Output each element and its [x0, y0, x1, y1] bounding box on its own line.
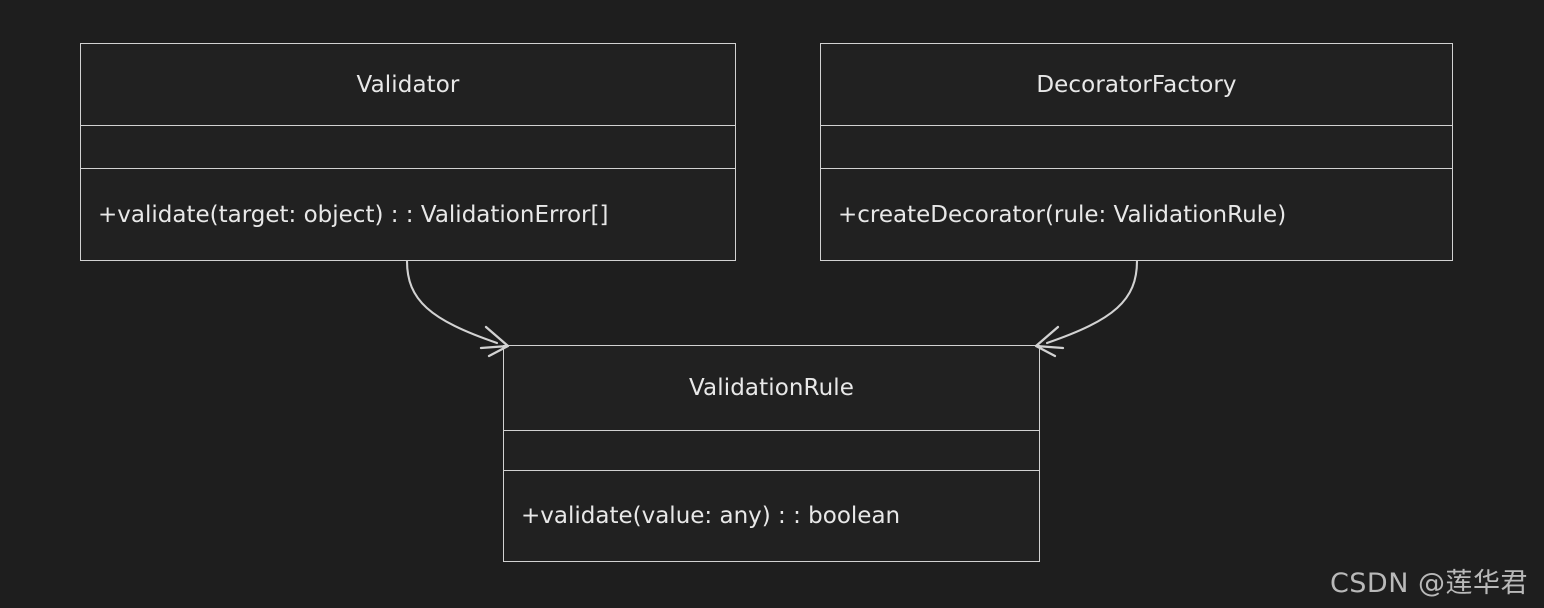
uml-method-decoratorfactory-createdecorator: +createDecorator(rule: ValidationRule) — [838, 201, 1287, 228]
uml-method-validator-validate: +validate(target: object) : : Validation… — [98, 201, 609, 228]
uml-divider-attrs-methods — [821, 168, 1452, 169]
uml-attributes-decoratorfactory — [821, 126, 1452, 168]
uml-class-name-validationrule: ValidationRule — [688, 375, 855, 401]
uml-attributes-validationrule — [504, 431, 1039, 470]
uml-divider-name-attrs — [81, 125, 735, 126]
uml-method-validationrule-validate: +validate(value: any) : : boolean — [521, 503, 901, 529]
watermark-text: CSDN @莲华君 — [1329, 568, 1528, 599]
uml-divider-name-attrs — [821, 125, 1452, 126]
uml-divider-attrs-methods — [504, 470, 1039, 471]
uml-attributes-validator — [81, 126, 735, 168]
uml-divider-attrs-methods — [81, 168, 735, 169]
relationship-validator-to-validationrule[interactable] — [405, 259, 510, 358]
arrowhead-open-right — [1034, 325, 1065, 358]
uml-class-validator[interactable]: Validator +validate(target: object) : : … — [80, 43, 736, 261]
relationship-decoratorfactory-to-validationrule[interactable] — [1034, 259, 1139, 358]
uml-class-name-decoratorfactory: DecoratorFactory — [1036, 71, 1237, 98]
uml-class-name-validator: Validator — [356, 71, 460, 98]
uml-class-validationrule[interactable]: ValidationRule +validate(value: any) : :… — [503, 345, 1040, 562]
uml-divider-name-attrs — [504, 430, 1039, 431]
uml-class-decoratorfactory[interactable]: DecoratorFactory +createDecorator(rule: … — [820, 43, 1453, 261]
